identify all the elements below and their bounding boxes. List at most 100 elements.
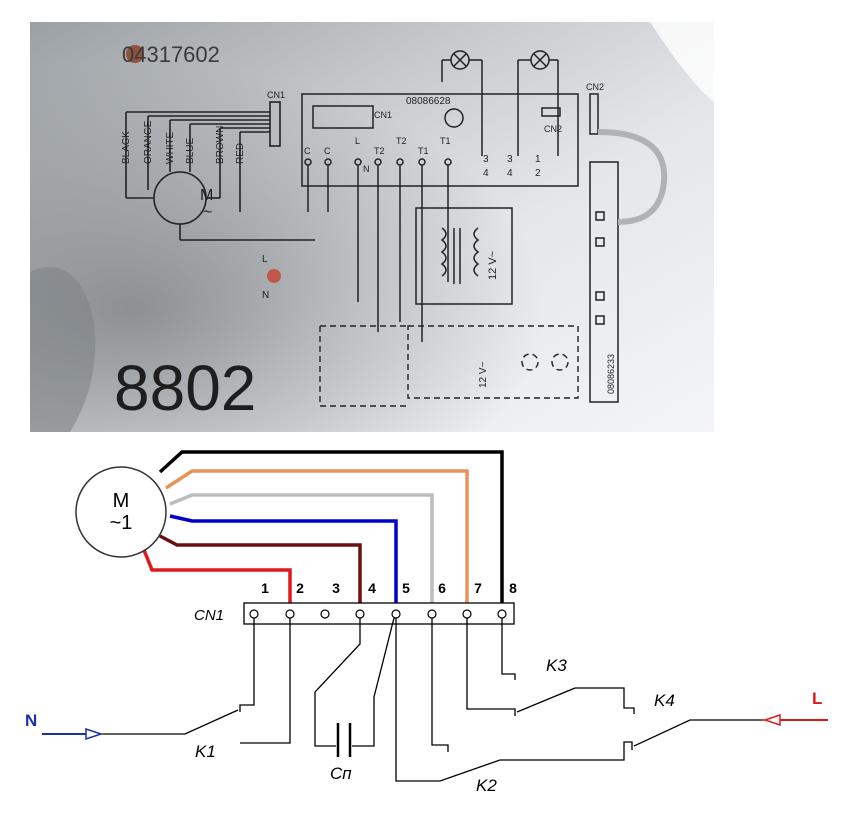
pin-number-5: 5 [402, 580, 410, 596]
terminal-label-c2: C [324, 146, 331, 156]
wire-orange [165, 469, 469, 612]
photo-dashed-circuit [319, 325, 579, 407]
photo-terminal-labels: C C L N T2 T2 T1 T1 [304, 136, 451, 174]
pin-number-8: 8 [509, 580, 517, 596]
switch-labels: K1 K2 K3 K4 [195, 656, 675, 795]
sticker-glare [650, 22, 714, 102]
sticker-photo-svg: 04317602 M ~ CN1 BLACK ORANGE WHITE BLUE… [30, 22, 714, 432]
ground-icon [267, 269, 281, 283]
pin-number-1: 1 [261, 580, 269, 596]
photo-relay-pins: 3 3 1 4 4 2 [483, 154, 541, 179]
wire-pin1-k1 [239, 618, 255, 712]
switch-label-k1: K1 [195, 742, 216, 761]
photo-wire-labels: BLACK ORANGE WHITE BLUE BROWN RED [121, 120, 246, 164]
wire-label-blue: BLUE [185, 138, 196, 164]
model-number: 8802 [114, 352, 256, 424]
wire-pin5-cap [352, 617, 395, 747]
wire-pin7-k3 [466, 618, 516, 716]
wire-label-orange: ORANGE [143, 120, 154, 164]
wire-pin8-k3 [501, 618, 516, 680]
neutral-arrow-icon [85, 727, 104, 741]
pin-terminal-7 [462, 609, 472, 619]
pin-terminal-3 [320, 609, 330, 619]
capacitor-label: Сп [330, 764, 352, 783]
wire-k3-k4 [575, 687, 635, 714]
wire-red [142, 549, 292, 612]
photo-cn1-label: CN1 [267, 90, 285, 100]
switch-k2-arm [395, 618, 501, 782]
photo-transformer [415, 207, 513, 305]
terminal-label-t1a: T1 [418, 146, 429, 156]
relay-pin-3b: 3 [507, 154, 513, 165]
switch-circuit [100, 617, 766, 782]
pin-terminal-8 [497, 609, 507, 619]
terminal-label-n: N [363, 164, 370, 174]
terminal-label-c1: C [304, 146, 311, 156]
pin-terminal-2 [285, 609, 295, 619]
relay-pin-4a: 4 [483, 168, 489, 179]
photo-mains-l: L [262, 254, 268, 265]
pin-terminal-4 [355, 609, 365, 619]
photo-dashed-voltage: 12 V~ [478, 361, 489, 388]
photo-lamps [441, 50, 559, 156]
terminal-label-l: L [355, 136, 360, 146]
relay-pin-2: 2 [535, 168, 541, 179]
photo-display-board [589, 129, 668, 403]
motor-circle [75, 466, 167, 558]
switch-label-k4: K4 [654, 691, 675, 710]
photo-board-code: 08086628 [406, 96, 451, 107]
photo-motor-letter: M [200, 187, 213, 204]
wire-label-brown: BROWN [215, 126, 226, 164]
photo-transformer-voltage: 12 V~ [487, 251, 499, 280]
pin-terminal-6 [427, 609, 437, 619]
relay-pin-1: 1 [535, 154, 541, 165]
wire-black [158, 450, 504, 612]
photo-motor-symbol: ~ [203, 204, 212, 221]
wire-white [169, 493, 434, 612]
line-arrow-icon [762, 713, 781, 727]
sticker-fold [30, 266, 96, 432]
sticker-photo: 04317602 M ~ CN1 BLACK ORANGE WHITE BLUE… [30, 22, 714, 432]
photo-cn1-connector [269, 101, 281, 147]
photo-board-cn2-label: CN2 [544, 124, 562, 134]
relay-pin-3a: 3 [483, 154, 489, 165]
photo-mains: L N [262, 254, 269, 301]
wire-brown [159, 534, 362, 612]
line-label: L [812, 689, 822, 708]
pin-numbers: 1 2 3 4 5 6 7 8 [261, 580, 517, 596]
photo-control-board [301, 93, 599, 342]
photo-display-code: 08086233 [606, 354, 616, 394]
wire-pin4-cap [314, 618, 361, 747]
photo-motor-wiring [125, 101, 315, 241]
relay-pin-4b: 4 [507, 168, 513, 179]
terminal-label-t1b: T1 [440, 136, 451, 146]
rust-stain [126, 45, 144, 63]
connector-cn1 [243, 602, 515, 625]
neutral-label: N [25, 711, 37, 730]
connector-label: CN1 [194, 607, 224, 624]
switch-k3 [516, 687, 576, 713]
wire-pin6-k2 [431, 618, 449, 752]
wire-blue [169, 514, 398, 612]
switch-label-k2: K2 [476, 776, 497, 795]
wire-pin2-k1 [240, 618, 291, 744]
photo-mains-n: N [262, 290, 269, 301]
wiring-schematic-svg: M ~1 CN1 1 2 3 4 5 6 7 8 Сп K1 K2 K3 K4 [25, 450, 828, 795]
switch-label-k3: K3 [546, 656, 567, 675]
pin-terminals [249, 609, 507, 619]
motor-phase: ~1 [110, 512, 133, 534]
terminal-label-t2a: T2 [374, 146, 385, 156]
pin-number-6: 6 [438, 580, 446, 596]
pin-terminal-1 [249, 609, 259, 619]
switch-k1 [100, 709, 239, 735]
motor-letter: M [113, 490, 130, 512]
pin-number-3: 3 [332, 580, 340, 596]
wiring-schematic: M ~1 CN1 1 2 3 4 5 6 7 8 Сп K1 K2 K3 K4 [0, 440, 850, 820]
top-code: 04317602 [122, 42, 220, 67]
switch-k4 [633, 719, 766, 747]
motor-wires [142, 450, 504, 612]
pin-number-7: 7 [474, 580, 482, 596]
photo-display-cn2-label: CN2 [586, 82, 604, 92]
wire-label-white: WHITE [165, 131, 176, 164]
terminal-label-t2b: T2 [396, 136, 407, 146]
